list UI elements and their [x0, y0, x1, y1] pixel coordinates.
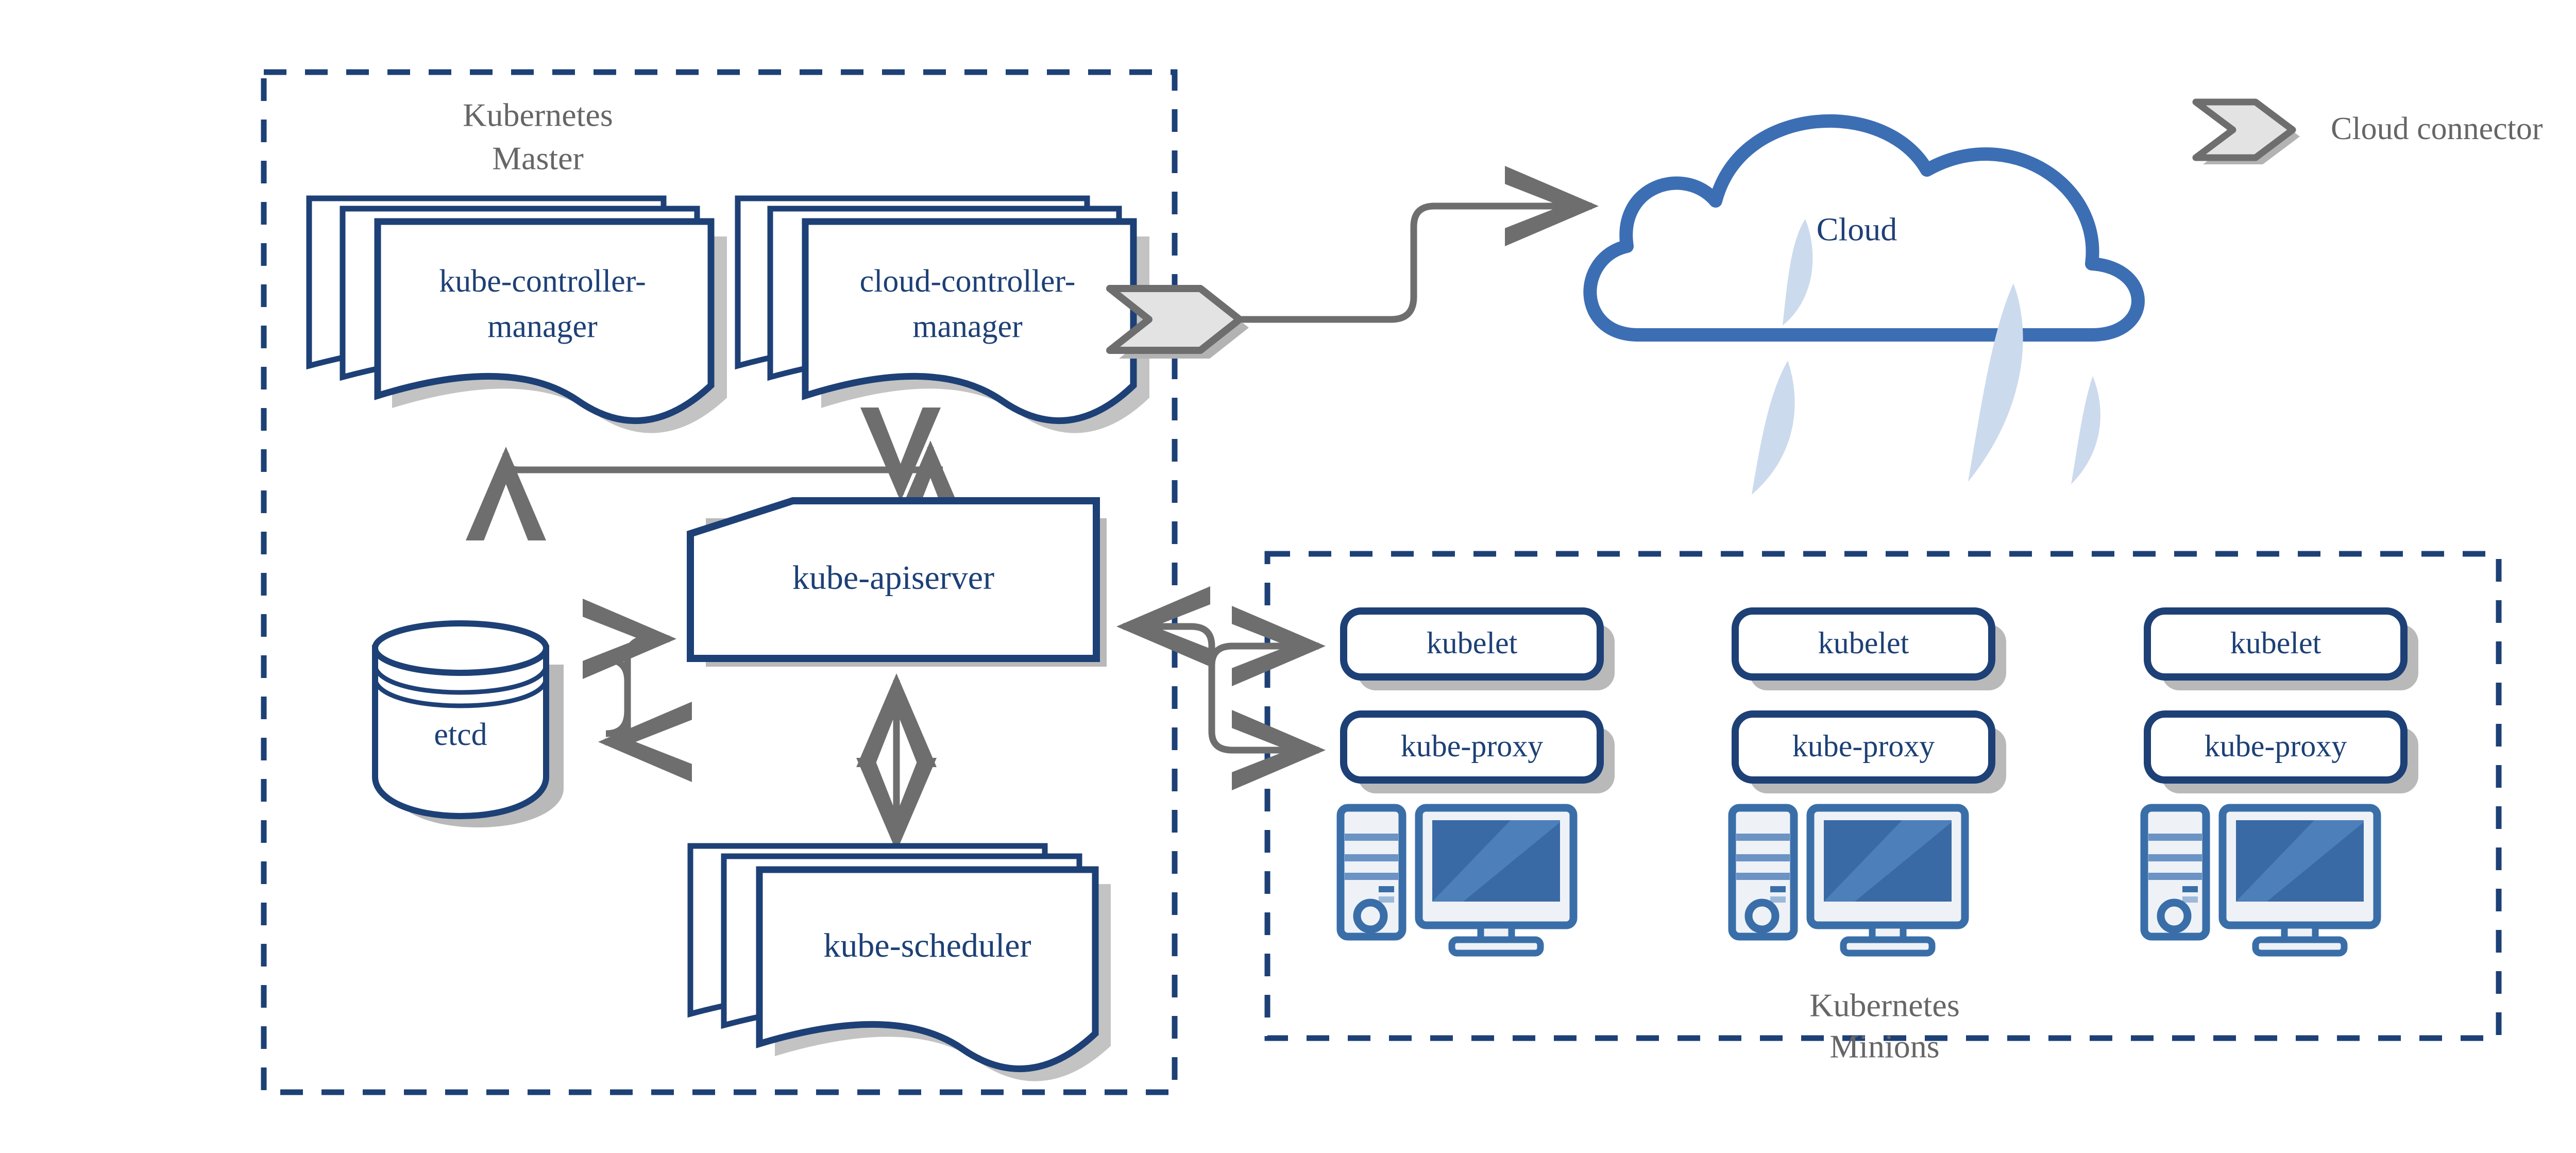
kube-proxy-box[interactable]	[1340, 710, 1604, 784]
tower-bay-2	[1736, 854, 1790, 861]
node-kube-controller-manager[interactable]: kube-controller- manager	[306, 195, 727, 433]
tower-led-1	[1770, 886, 1786, 892]
minions-zone-label: Kubernetes Minions	[1809, 987, 1959, 1065]
kube-proxy-box[interactable]	[1732, 710, 1995, 784]
minions-zone-label-line1: Kubernetes	[1809, 987, 1959, 1024]
tower-bay-3	[1345, 873, 1398, 880]
etcd-top-ellipse	[372, 620, 549, 676]
node-kube-scheduler[interactable]: kube-scheduler	[687, 843, 1111, 1081]
cloud-highlights	[1752, 219, 2100, 495]
kube-controller-manager-label-line1: kube-controller-	[439, 264, 646, 299]
master-zone-label: Kubernetes Master	[463, 97, 613, 177]
etcd-ring-2	[372, 677, 549, 708]
master-zone-label-line2: Master	[492, 140, 584, 177]
kube-scheduler-label: kube-scheduler	[823, 927, 1031, 964]
screen-glare	[1824, 820, 1952, 902]
monitor-base	[2252, 936, 2348, 957]
tower-case	[1336, 804, 1406, 941]
connector-bus-to-cloud-controller-manager	[890, 440, 971, 534]
kubelet-box[interactable]	[1732, 607, 1995, 681]
power-button-icon	[1744, 898, 1780, 934]
tower-case	[1728, 804, 1798, 941]
node-cloud-controller-manager[interactable]: cloud-controller- manager	[735, 195, 1149, 433]
node-cloud[interactable]: Cloud	[1583, 114, 2145, 495]
tower-bay-3	[2148, 873, 2202, 880]
tower-led-2	[2182, 896, 2198, 903]
kubernetes-master-zone	[261, 69, 1178, 1095]
cloud-controller-manager-label-line1: cloud-controller-	[860, 264, 1076, 299]
minions-zone-label-line2: Minions	[1829, 1028, 1939, 1065]
node-etcd[interactable]: etcd	[372, 620, 564, 827]
legend-label: Cloud connector	[2331, 111, 2543, 146]
connector-apiserver-to-etcd	[598, 702, 692, 782]
tower-bay-2	[1345, 854, 1398, 861]
minion-node-2[interactable]: kubelet kube-proxy	[1728, 607, 2006, 957]
kubelet-label: kubelet	[1427, 626, 1518, 660]
node-kube-apiserver[interactable]: kube-apiserver	[687, 497, 1107, 667]
kube-proxy-box[interactable]	[2144, 710, 2408, 784]
apiserver-shape	[687, 497, 1100, 662]
kubelet-label: kubelet	[2230, 626, 2321, 660]
screen-glare	[2236, 820, 2364, 902]
computer-icon	[1336, 804, 1578, 957]
tower-bay-2	[2148, 854, 2202, 861]
connector-cloud-controller-to-cloud	[1212, 166, 1599, 323]
minion-node-1[interactable]: kubelet kube-proxy	[1336, 607, 1615, 957]
tower-bay-1	[2148, 834, 2202, 841]
tower-bay-1	[1345, 834, 1398, 841]
kube-controller-manager-label-line2: manager	[487, 309, 598, 344]
kube-proxy-label: kube-proxy	[2205, 729, 2347, 763]
monitor-base	[1840, 936, 1936, 957]
etcd-label: etcd	[434, 717, 487, 752]
tower-led-2	[1770, 896, 1786, 903]
kubernetes-minions-zone	[1264, 551, 2502, 1041]
tower-bay-3	[1736, 873, 1790, 880]
kube-proxy-label: kube-proxy	[1792, 729, 1935, 763]
etcd-ring-1	[372, 664, 549, 695]
cloud-label: Cloud	[1817, 211, 1897, 248]
connector-etcd-to-apiserver	[583, 599, 676, 681]
tower-led-2	[1379, 896, 1394, 903]
minions-zone-border	[1264, 551, 2502, 1041]
tower-case	[2140, 804, 2210, 941]
kubelet-label: kubelet	[1818, 626, 1909, 660]
cloud-controller-manager-label-line2: manager	[912, 309, 1023, 344]
chevron-shape	[1106, 285, 1243, 354]
master-zone-label-line1: Kubernetes	[463, 97, 613, 133]
legend: Cloud connector	[2192, 98, 2543, 164]
screen-glare	[1432, 820, 1560, 902]
connector-bus-to-apiserver	[502, 408, 941, 501]
monitor-base	[1448, 936, 1544, 957]
power-button-icon	[2157, 898, 2192, 934]
connector-apiserver-branch	[1208, 642, 1319, 754]
computer-icon	[1728, 804, 1969, 957]
tower-led-1	[1379, 886, 1394, 892]
legend-cloud-connector-icon	[2192, 98, 2300, 164]
doc-sheet-front	[756, 866, 1099, 1073]
tower-bay-1	[1736, 834, 1790, 841]
cloud-outline	[1583, 114, 2145, 342]
doc-sheet-front	[374, 218, 715, 425]
kubelet-box[interactable]	[1340, 607, 1604, 681]
connector-layer: cloud -->	[466, 166, 1599, 852]
kubelet-box[interactable]	[2144, 607, 2408, 681]
master-zone-border	[261, 69, 1178, 1095]
computer-icon	[2140, 804, 2381, 957]
kube-apiserver-label: kube-apiserver	[792, 559, 994, 597]
doc-sheet-front	[802, 218, 1137, 425]
connector-branch-to-apiserver	[1116, 586, 1215, 667]
tower-led-1	[2182, 886, 2198, 892]
cloud-connector-icon[interactable]	[1106, 285, 1249, 359]
power-button-icon	[1353, 898, 1388, 934]
legend-chevron-shape	[2192, 98, 2296, 161]
kube-proxy-label: kube-proxy	[1401, 729, 1544, 763]
minion-node-3[interactable]: kubelet kube-proxy	[2140, 607, 2418, 957]
